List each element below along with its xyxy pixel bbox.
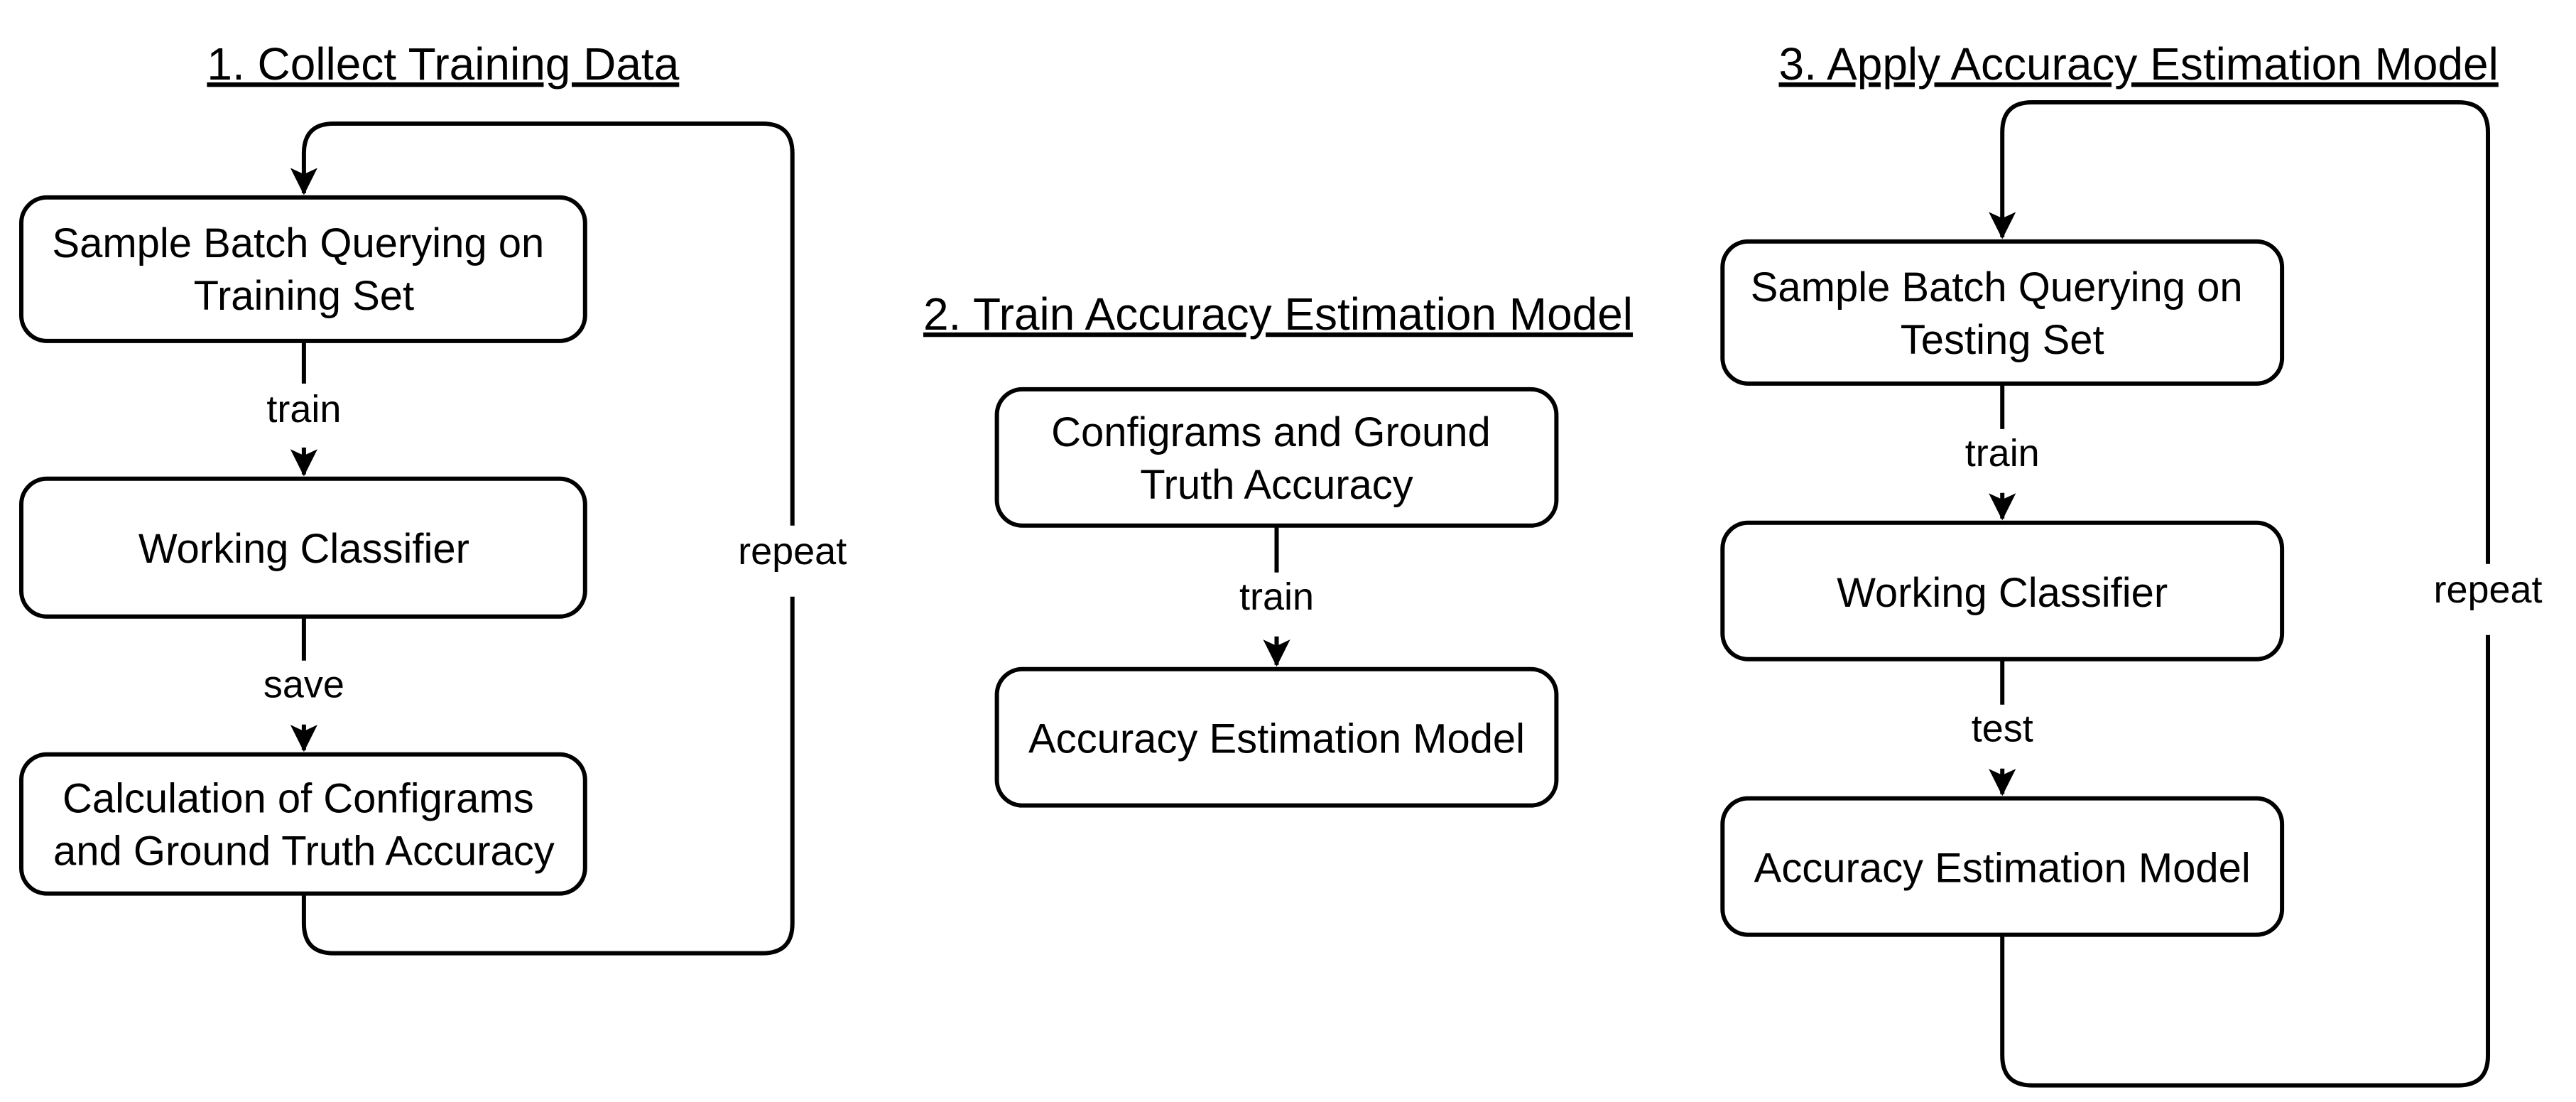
loop-repeat-label: repeat [738,530,847,573]
node-configrams-ground-truth-label: Configrams and Ground Truth Accuracy [1051,410,1502,508]
edge-test-label: test [1972,708,2033,750]
edge-train-label: train [266,388,341,431]
node-calculation-configrams [19,752,587,896]
node-accuracy-estimation-model-2-label: Accuracy Estimation Model [1754,846,2251,892]
node-sample-batch-querying-training-label: Sample Batch Querying on Training Set [52,221,555,319]
node-label-line: Sample Batch Querying on [1751,265,2243,310]
node-label-line: and Ground Truth Accuracy [53,829,555,875]
panel2-title: 2. Train Accuracy Estimation Model [923,288,1633,340]
node-configrams-ground-truth [994,387,1559,528]
panel-apply-accuracy-estimation-model: 3. Apply Accuracy Estimation Model repea… [1720,38,2543,1088]
node-working-classifier-2-label: Working Classifier [1837,571,2168,616]
node-sample-batch-querying-training [19,195,587,343]
loop-repeat2-label: repeat [2434,568,2543,611]
node-label-line: Truth Accuracy [1140,463,1413,508]
node-sample-batch-querying-testing [1720,239,2285,386]
node-accuracy-estimation-model-1-label: Accuracy Estimation Model [1028,717,1525,762]
node-calculation-configrams-label: Calculation of Configrams and Ground Tru… [53,777,555,875]
node-label-line: Sample Batch Querying on [52,221,544,266]
node-working-classifier-1-label: Working Classifier [138,526,469,572]
loop-repeat2-path-upper [1989,99,2491,564]
node-working-classifier-2 [1720,520,2285,661]
node-sample-batch-querying-testing-label: Sample Batch Querying on Testing Set [1751,265,2254,363]
node-label-line: Testing Set [1901,318,2104,363]
node-accuracy-estimation-model-2 [1720,796,2285,937]
edge-train2-label: train [1239,576,1314,618]
node-accuracy-estimation-model-1 [994,666,1559,808]
node-working-classifier-1 [19,476,587,619]
loop-repeat-path-upper [290,121,795,526]
panel3-title: 3. Apply Accuracy Estimation Model [1778,38,2498,90]
edge-train3-label: train [1965,432,2040,475]
loop-repeat-path-lower [301,596,795,956]
node-label-line: Training Set [194,274,414,319]
edge-save-label: save [263,664,344,706]
node-label-line: Calculation of Configrams [63,777,534,822]
node-label-line: Configrams and Ground [1051,410,1491,455]
panel-collect-training-data: 1. Collect Training Data repeat train sa… [19,38,847,956]
loop-repeat2-path-lower [2000,634,2491,1088]
panel1-title: 1. Collect Training Data [207,38,679,90]
panel-train-accuracy-estimation-model: 2. Train Accuracy Estimation Model train… [923,288,1633,808]
